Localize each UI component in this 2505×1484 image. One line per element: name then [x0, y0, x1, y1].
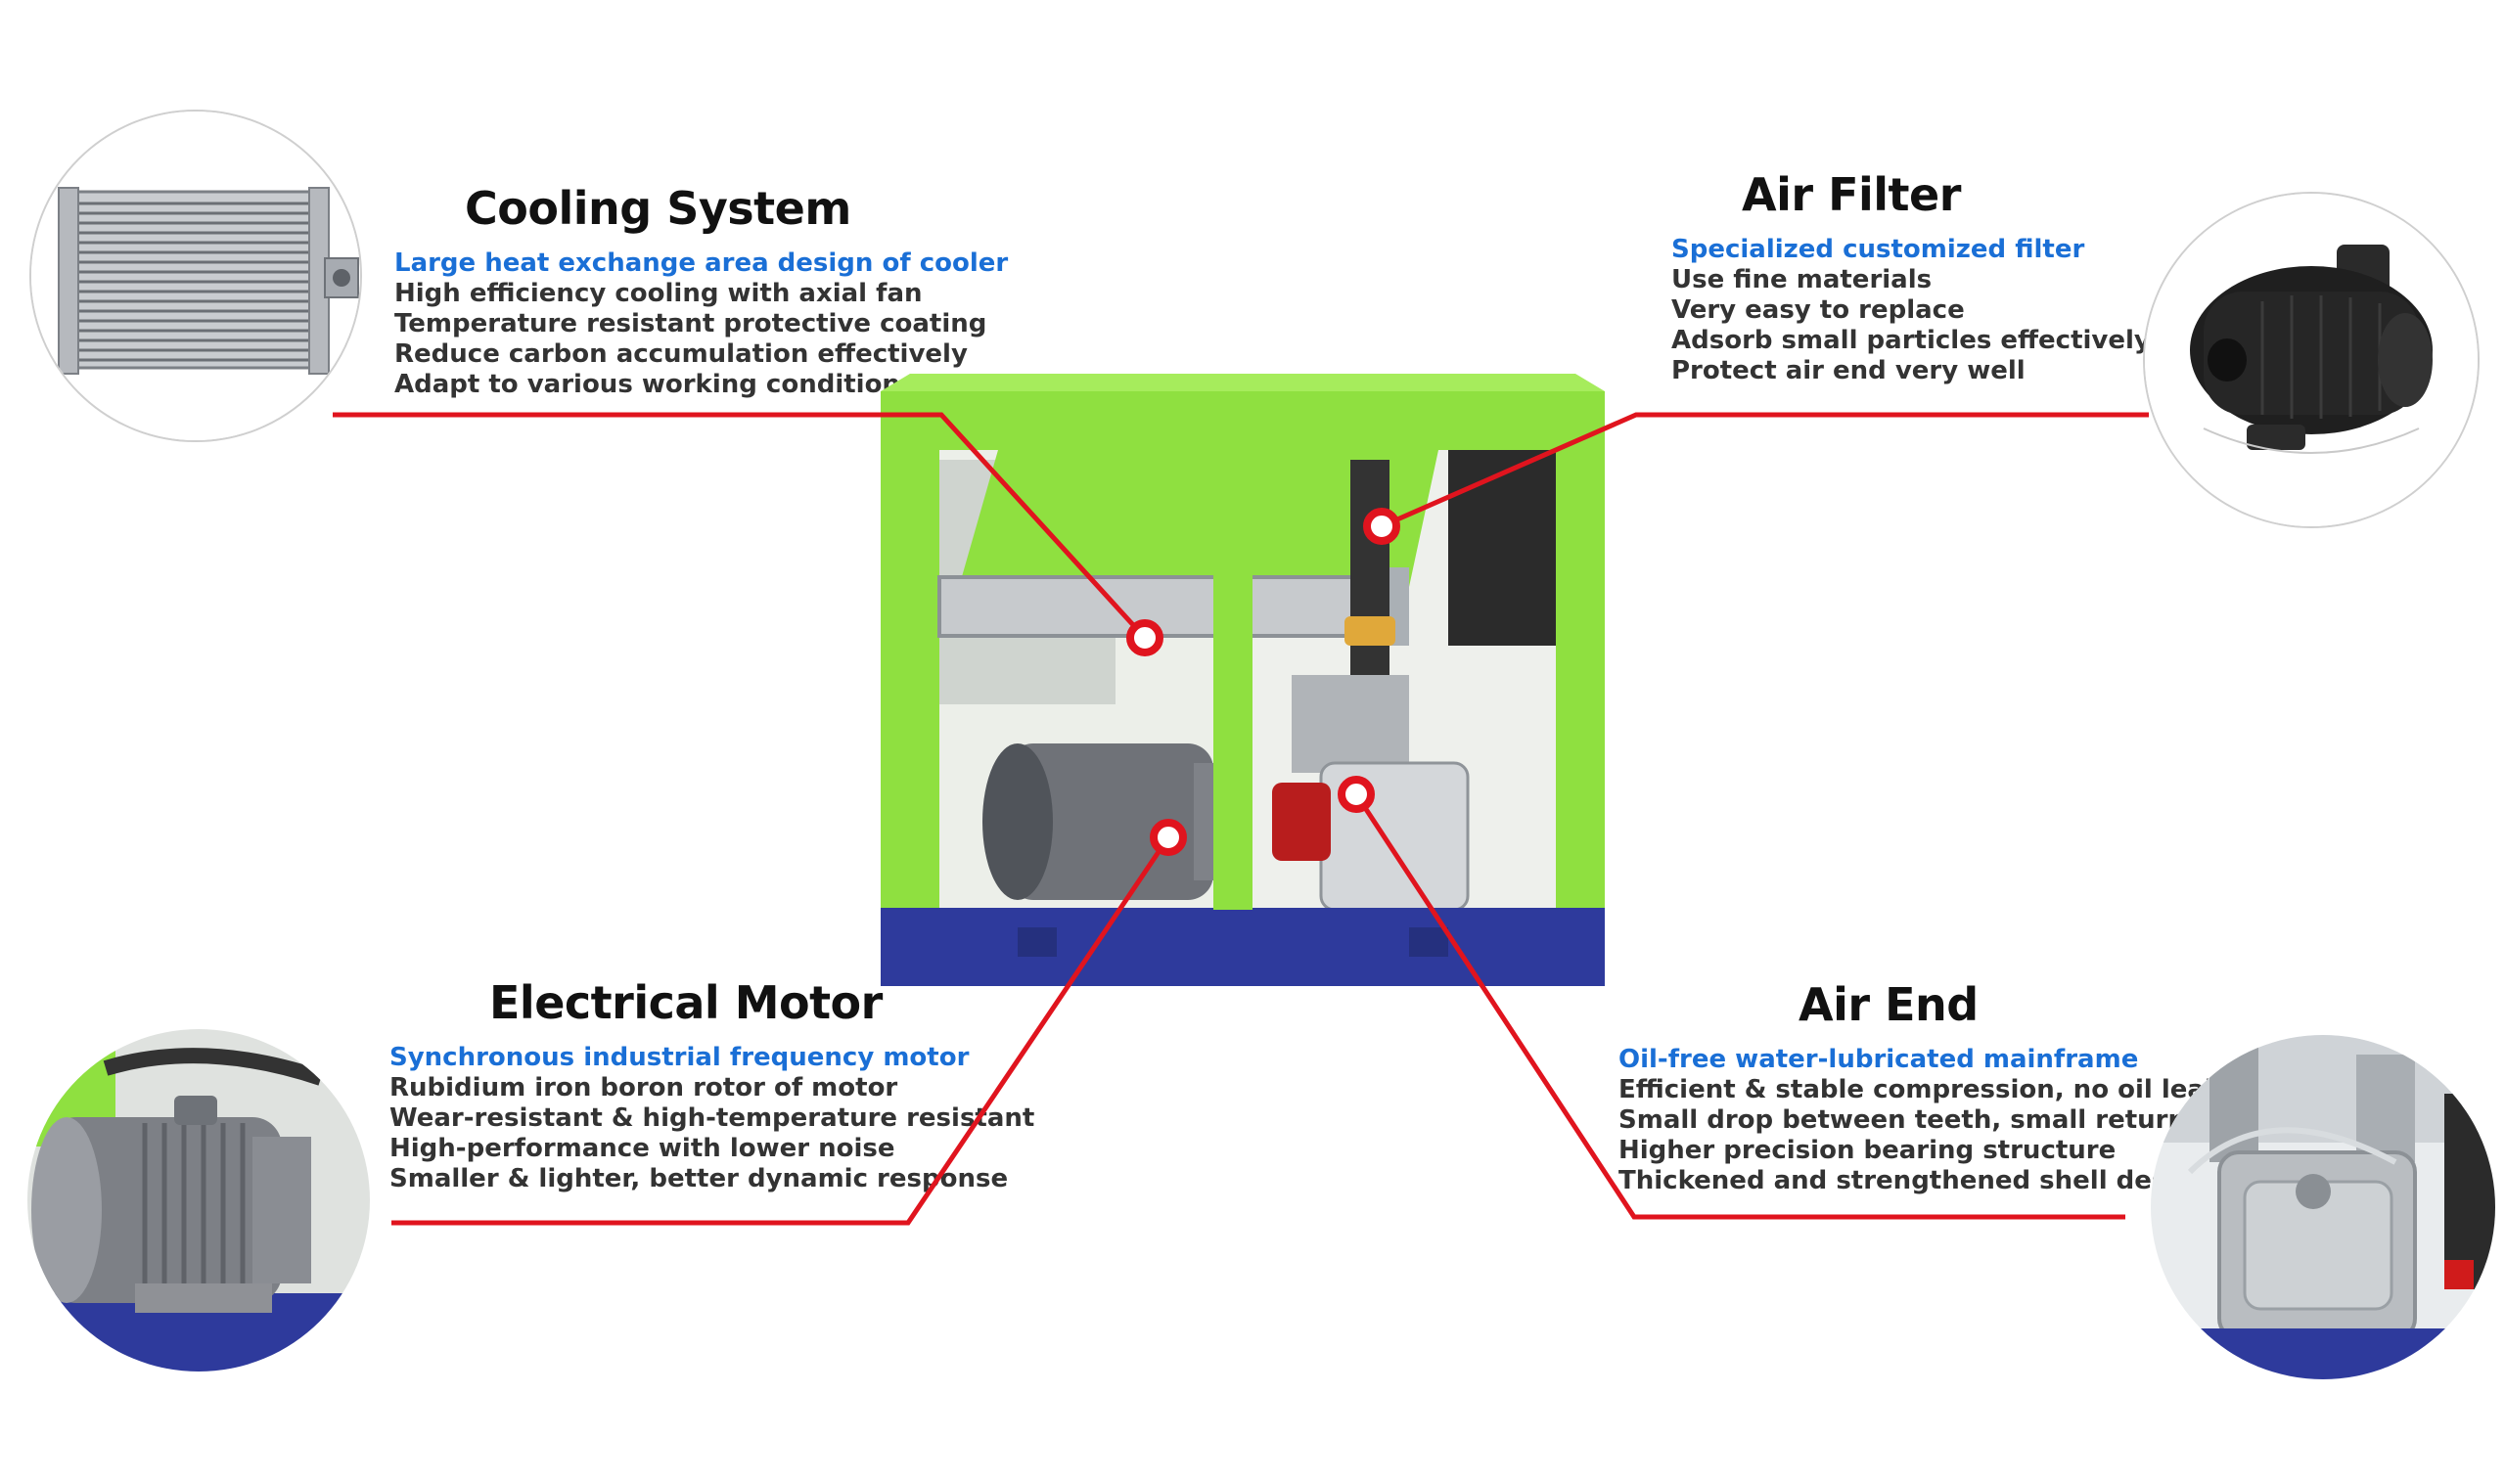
cooler-radiator-graphic	[31, 112, 360, 440]
feature-item: Use fine materials	[1671, 265, 1933, 294]
feature-item: Wear-resistant & high-temperature resist…	[389, 1103, 1035, 1133]
electrical-motor-callout: Electrical Motor Synchronous industrial …	[389, 976, 1034, 1194]
feature-item: Smaller & lighter, better dynamic respon…	[389, 1164, 1009, 1193]
feature-item: Efficient & stable compression, no oil l…	[1618, 1075, 2222, 1104]
cooler-radiator-icon	[29, 110, 362, 442]
cooling-system-features: High efficiency cooling with axial fan T…	[394, 279, 1008, 400]
feature-item: Protect air end very well	[1671, 356, 2026, 385]
feature-item: High-performance with lower noise	[389, 1134, 895, 1163]
air-end-title: Air End	[1799, 978, 1979, 1031]
air-end-graphic	[2151, 1035, 2495, 1379]
electric-motor-graphic	[27, 1029, 370, 1372]
air-filter-callout: Air Filter Specialized customized filter…	[1671, 168, 2151, 386]
compressor-machine-graphic	[881, 374, 1605, 986]
cooling-system-callout: Cooling System Large heat exchange area …	[394, 182, 1008, 400]
feature-item: High efficiency cooling with axial fan	[394, 279, 923, 308]
air-filter-icon	[2143, 192, 2480, 528]
cooling-system-title: Cooling System	[465, 182, 851, 235]
air-end-subtitle: Oil-free water-lubricated mainframe	[1618, 1045, 2139, 1074]
air-filter-subtitle: Specialized customized filter	[1671, 235, 2085, 264]
feature-item: Temperature resistant protective coating	[394, 309, 987, 338]
feature-item: Small drop between teeth, small return l…	[1618, 1105, 2252, 1135]
compressor-machine	[861, 372, 1624, 998]
air-filter-graphic	[2145, 194, 2478, 526]
electrical-motor-features: Rubidium iron boron rotor of motor Wear-…	[389, 1073, 1034, 1194]
feature-item: Adsorb small particles effectively	[1671, 326, 2151, 355]
feature-item: Adapt to various working conditions	[394, 370, 916, 399]
electrical-motor-subtitle: Synchronous industrial frequency motor	[389, 1043, 970, 1072]
electric-motor-icon	[27, 1029, 370, 1372]
air-filter-features: Use fine materials Very easy to replace …	[1671, 265, 2151, 386]
feature-item: Very easy to replace	[1671, 295, 1965, 325]
feature-item: Rubidium iron boron rotor of motor	[389, 1073, 898, 1102]
cooling-system-subtitle: Large heat exchange area design of coole…	[394, 248, 1009, 278]
air-filter-title: Air Filter	[1742, 168, 1961, 221]
feature-item: Reduce carbon accumulation effectively	[394, 339, 968, 369]
air-end-icon	[2151, 1035, 2495, 1379]
